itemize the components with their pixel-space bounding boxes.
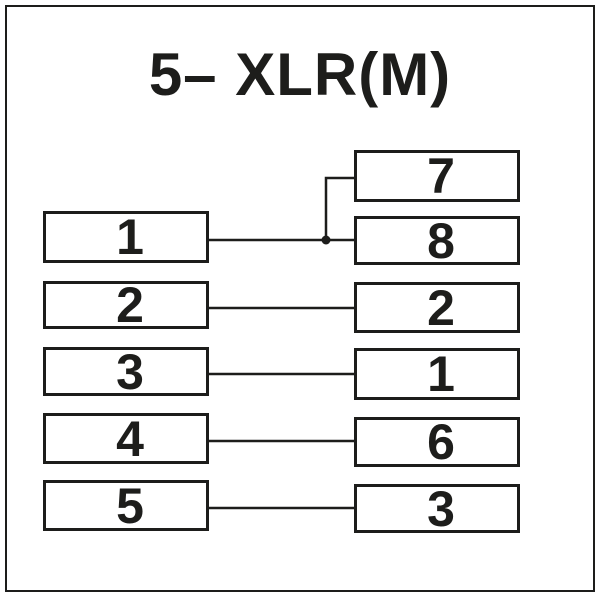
right-pin-box-8: 8: [354, 212, 520, 269]
right-pin-box-3: 3: [354, 480, 520, 537]
left-pin-5-label: 5: [116, 477, 144, 534]
right-pin-1-label: 1: [427, 346, 455, 402]
right-pin-2-label: 2: [427, 279, 455, 336]
right-pin-3-label: 3: [427, 480, 455, 537]
left-pin-2-label: 2: [116, 277, 144, 333]
left-pin-box-3: 3: [43, 343, 209, 400]
right-pin-box-7: 7: [354, 150, 520, 202]
left-pin-4-label: 4: [116, 410, 144, 467]
right-pin-box-2: 2: [354, 282, 520, 333]
right-pin-box-1: 1: [354, 348, 520, 400]
right-pin-8-label: 8: [427, 212, 455, 269]
right-pin-7-label: 7: [427, 148, 455, 204]
right-pin-box-6: 6: [354, 417, 520, 467]
left-pin-3-label: 3: [116, 343, 144, 400]
left-pin-box-4: 4: [43, 413, 209, 464]
left-pin-box-5: 5: [43, 480, 209, 531]
left-pin-1-label: 1: [116, 209, 144, 265]
left-pin-box-1: 1: [43, 211, 209, 263]
left-pin-box-2: 2: [43, 277, 209, 333]
diagram-title: 5– XLR(M): [148, 41, 452, 108]
right-pin-6-label: 6: [427, 414, 455, 470]
